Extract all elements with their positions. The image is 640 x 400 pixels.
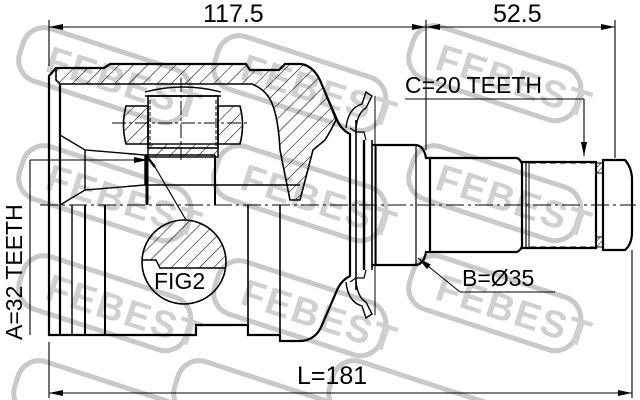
snap-ring <box>595 162 604 248</box>
dimension-117-5: 117.5 <box>203 0 264 28</box>
dimension-lines <box>29 20 633 398</box>
overall-length-label: L=181 <box>297 362 368 390</box>
spline-a-label: A=32 TEETH <box>1 204 27 340</box>
boot-flange <box>345 90 376 320</box>
fig2-label: FIG2 <box>154 268 206 294</box>
tripod-roller <box>112 78 250 160</box>
dimension-52-5: 52.5 <box>493 0 542 28</box>
spline-c-label: C=20 TEETH <box>405 72 542 98</box>
housing-inner <box>58 84 300 335</box>
diameter-b-label: B=Ø35 <box>462 265 535 291</box>
housing <box>47 62 352 343</box>
